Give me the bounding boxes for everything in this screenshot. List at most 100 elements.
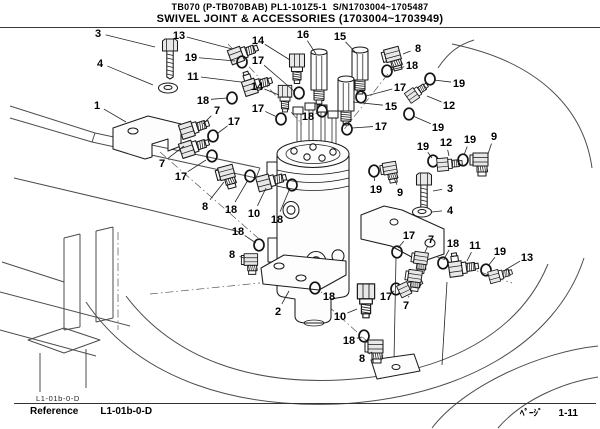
part-line <box>393 257 397 361</box>
callout-14: 14 <box>252 35 265 47</box>
leader-line <box>365 88 393 97</box>
leader-line <box>402 50 411 55</box>
callout-18: 18 <box>323 291 335 303</box>
callout-18: 18 <box>197 95 209 107</box>
callout-7: 7 <box>214 105 220 117</box>
part-elbow <box>240 253 259 275</box>
part-hole <box>273 262 285 270</box>
part-vnipple <box>277 84 293 113</box>
part-oring <box>206 149 218 163</box>
callout-13: 13 <box>173 30 185 42</box>
callout-17: 17 <box>252 103 264 115</box>
part-oring <box>341 122 353 136</box>
part-nipple <box>487 268 513 285</box>
callout-19: 19 <box>417 141 429 153</box>
leader-line <box>187 159 207 173</box>
part-oring <box>207 129 219 143</box>
callout-7: 7 <box>403 300 409 312</box>
leader-line <box>397 240 405 249</box>
callout-17: 17 <box>228 116 240 128</box>
part-oring <box>309 281 321 295</box>
callout-19: 19 <box>494 246 506 258</box>
part-tee <box>240 70 274 97</box>
part-elbow <box>404 268 423 292</box>
callout-18: 18 <box>447 238 459 250</box>
callout-17: 17 <box>403 230 415 242</box>
callout-15: 15 <box>334 31 346 43</box>
leader-line <box>107 65 154 86</box>
callout-4: 4 <box>447 205 454 217</box>
leader-line <box>264 43 291 61</box>
callout-9: 9 <box>491 131 497 143</box>
header-rule <box>0 27 600 28</box>
leader-line <box>351 126 374 129</box>
part-washer <box>411 206 433 218</box>
callout-8: 8 <box>415 43 421 55</box>
part-tube <box>351 46 369 95</box>
leader-line <box>368 351 373 355</box>
leader-line <box>373 176 376 182</box>
part-tee <box>447 252 480 278</box>
leader-line <box>239 256 245 259</box>
callout-17: 17 <box>375 121 387 133</box>
leader-line <box>466 251 472 262</box>
leader-line <box>281 290 290 305</box>
part-elbow <box>364 339 384 364</box>
part-oring <box>403 107 415 121</box>
callout-7: 7 <box>428 234 434 246</box>
leader-line <box>168 145 185 159</box>
part-tube <box>310 48 328 105</box>
leader-line <box>103 108 127 123</box>
part-oring <box>236 55 248 69</box>
part-oring <box>275 112 287 126</box>
callout-19: 19 <box>432 122 444 134</box>
part-hole <box>127 127 139 135</box>
shim-plate <box>112 115 182 160</box>
part-washer <box>157 82 179 94</box>
part-hole <box>391 363 401 371</box>
callout-9: 9 <box>397 187 403 199</box>
leader-line <box>345 41 358 55</box>
reference-code-small: L1-01b-0-D <box>36 394 80 403</box>
callout-19: 19 <box>464 134 476 146</box>
leader-line <box>432 188 443 192</box>
callout-8: 8 <box>229 249 235 261</box>
upper-mount-bracket <box>360 205 445 263</box>
callout-18: 18 <box>302 111 314 123</box>
callout-10: 10 <box>248 208 260 220</box>
leader-line <box>186 36 233 50</box>
part-nipple <box>177 138 211 159</box>
parts-layer <box>112 38 513 380</box>
leader-line <box>443 249 450 260</box>
leader-line <box>105 34 156 48</box>
callout-8: 8 <box>359 353 365 365</box>
callout-19: 19 <box>453 78 465 90</box>
leader-line <box>487 143 492 155</box>
callout-15: 15 <box>385 101 397 113</box>
part-oring <box>424 72 436 86</box>
callout-1: 1 <box>94 100 100 112</box>
callout-18: 18 <box>225 204 237 216</box>
callout-19: 19 <box>185 52 197 64</box>
leader-line <box>264 88 280 96</box>
part-oring <box>368 164 380 178</box>
callout-19: 19 <box>370 184 382 196</box>
leader-line <box>263 64 295 92</box>
leader-line <box>210 97 228 100</box>
part-oring <box>391 245 403 259</box>
leader-line <box>412 115 431 125</box>
callout-10: 10 <box>334 311 346 323</box>
callout-18: 18 <box>343 335 355 347</box>
leader-line <box>393 177 398 185</box>
part-vnipple <box>288 53 306 85</box>
leader-line <box>424 246 429 253</box>
leader-line <box>202 115 212 125</box>
page-title: SWIVEL JOINT & ACCESSORIES (1703004~1703… <box>156 12 444 25</box>
part-oring <box>316 104 328 118</box>
part-oring <box>358 329 370 343</box>
part-oring <box>293 86 305 100</box>
callout-18: 18 <box>232 226 244 238</box>
leader-line <box>200 76 242 83</box>
part-nipple <box>226 44 260 66</box>
